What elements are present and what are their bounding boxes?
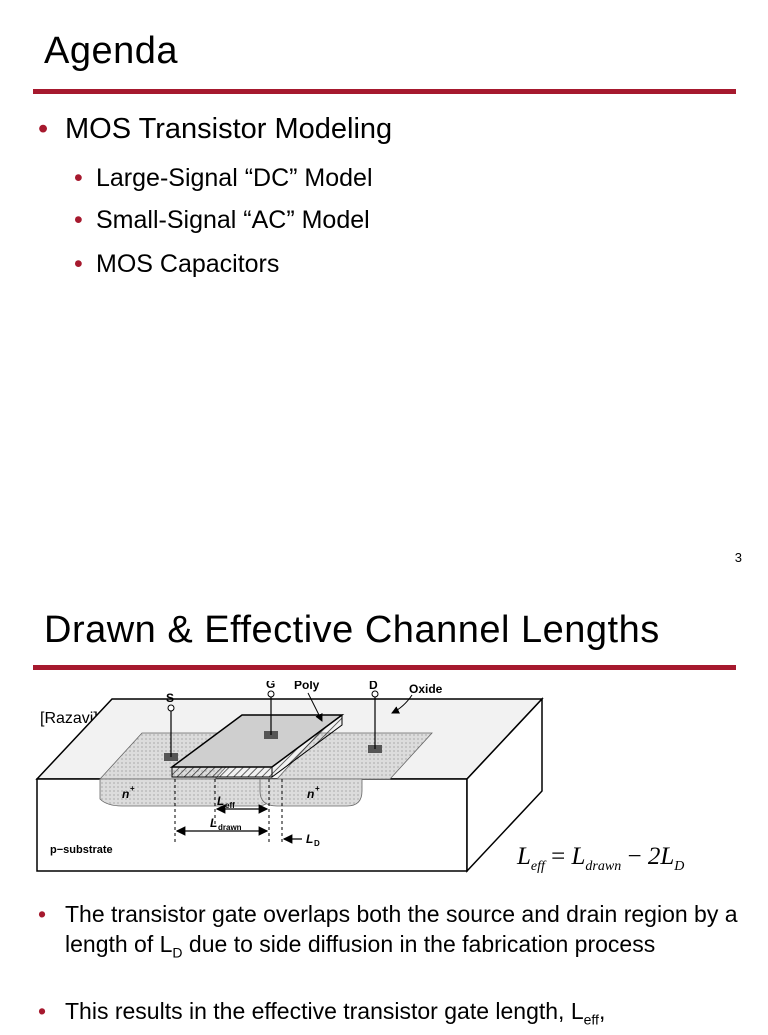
- label-l-drawn: L: [210, 816, 217, 830]
- bullet-dot: •: [38, 901, 47, 927]
- page-number: 3: [734, 550, 742, 565]
- sub-bullet-text: MOS Capacitors: [96, 250, 280, 278]
- label-s: S: [166, 691, 174, 705]
- label-l-eff-sub: eff: [225, 801, 235, 810]
- para1-text: The transistor gate overlaps both the so…: [65, 901, 738, 957]
- label-substrate: p−substrate: [50, 844, 113, 856]
- eq-lhs: L: [517, 843, 531, 870]
- equation-leff: Leff = Ldrawn − 2LD: [517, 843, 684, 875]
- title-rule: [33, 89, 736, 94]
- sub-bullet-text: Large-Signal “DC” Model: [96, 164, 373, 192]
- bullet-dot: •: [74, 250, 83, 278]
- para1-text-end: due to side diffusion in the fabrication…: [182, 931, 656, 957]
- label-d: D: [369, 681, 378, 692]
- bullet-dot: •: [38, 113, 49, 145]
- eq-term1: L: [571, 843, 586, 870]
- para2-text: This results in the effective transistor…: [65, 998, 584, 1024]
- paragraph-text: The transistor gate overlaps both the so…: [65, 899, 755, 968]
- bullet-dot: •: [74, 206, 83, 234]
- slide-channel-lengths: Drawn & Effective Channel Lengths [Razav…: [0, 585, 768, 1028]
- bullet-dot: •: [74, 164, 83, 192]
- label-l-eff: L: [217, 794, 224, 808]
- eq-equals: =: [551, 843, 566, 870]
- slide-title: Drawn & Effective Channel Lengths: [44, 609, 660, 651]
- label-l-d: L: [306, 832, 313, 846]
- para1-sub: D: [172, 944, 183, 961]
- eq-term2-sub: D: [674, 859, 685, 874]
- bullet-text: MOS Transistor Modeling: [65, 113, 393, 145]
- mosfet-cross-section-diagram: S G Poly D Oxide n + n + L eff L drawn L…: [35, 681, 544, 873]
- label-poly: Poly: [294, 681, 320, 692]
- paragraph-text: This results in the effective transistor…: [65, 996, 755, 1035]
- slide-title: Agenda: [44, 30, 179, 72]
- label-n-plus-right: n: [307, 787, 314, 801]
- slide-agenda: Agenda • MOS Transistor Modeling • Large…: [33, 30, 742, 565]
- para2-text-end: ,: [598, 998, 606, 1024]
- label-oxide: Oxide: [409, 682, 443, 696]
- sub-bullet-text: Small-Signal “AC” Model: [96, 206, 370, 234]
- para2-sub: eff: [583, 1011, 599, 1028]
- eq-term2: 2L: [647, 843, 675, 870]
- label-g: G: [266, 681, 275, 691]
- label-plus-left: +: [130, 784, 135, 793]
- citation: [Razavi]: [40, 710, 98, 727]
- bullet-dot: •: [38, 998, 47, 1024]
- title-rule: [33, 665, 736, 670]
- gate-oxide-front: [171, 766, 273, 778]
- label-plus-right: +: [315, 784, 320, 793]
- label-l-drawn-sub: drawn: [218, 823, 242, 832]
- eq-term1-sub: drawn: [585, 859, 622, 874]
- label-n-plus-left: n: [122, 787, 129, 801]
- eq-minus: −: [627, 843, 642, 870]
- drain-diffusion-well: [259, 778, 363, 807]
- eq-lhs-sub: eff: [530, 859, 545, 874]
- label-l-d-sub: D: [314, 839, 320, 848]
- gate-oxide-side: [271, 714, 343, 778]
